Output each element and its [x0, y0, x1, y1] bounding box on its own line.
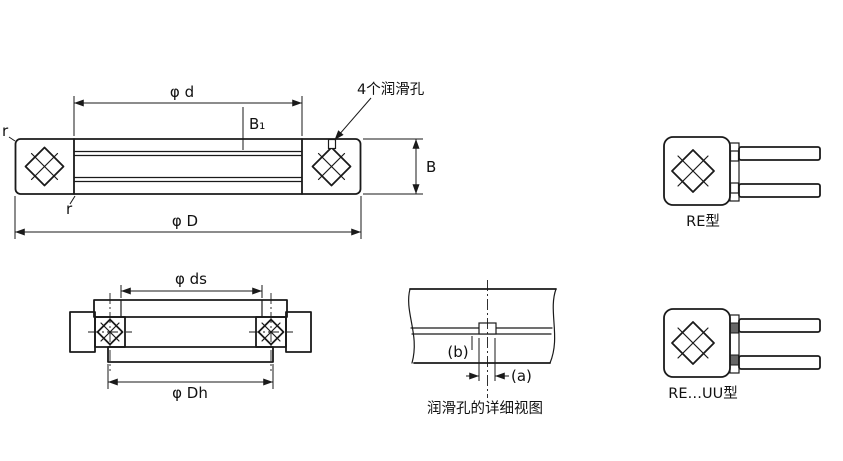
upper-rail	[738, 318, 821, 333]
crossed-roller-symbol	[671, 321, 715, 365]
detail-view-caption: 润滑孔的详细视图	[427, 400, 543, 417]
roller-cross-line	[677, 155, 709, 187]
right-crossed-roller-symbol	[257, 318, 285, 346]
dim-label-phi-D: φ D	[172, 212, 198, 230]
left-crossed-roller-symbol	[96, 318, 124, 346]
bearing-block-outline	[663, 308, 731, 378]
bottom-mounting-plate	[107, 346, 274, 363]
r-label-outer: r	[2, 122, 9, 140]
r-label-inner: r	[66, 200, 73, 218]
lubrication-hole	[327, 138, 337, 150]
bearing-outer-outline	[14, 138, 362, 195]
crossed-roller-symbol	[671, 149, 715, 193]
break-line-right	[549, 288, 557, 364]
dim-label-B: B	[426, 158, 436, 176]
re-type-drawing: RE型	[663, 136, 821, 230]
left-crossed-roller-symbol	[24, 146, 65, 187]
seal-detail	[730, 354, 739, 366]
dim-label-phi-ds: φ ds	[175, 270, 207, 288]
gap-detail	[729, 150, 740, 162]
lower-rail	[738, 183, 821, 198]
re-uu-type-label: RE…UU型	[668, 385, 737, 402]
roller-cross-line	[30, 152, 59, 181]
lube-holes-note: 4个润滑孔	[357, 81, 425, 98]
lower-rail	[738, 355, 821, 370]
lube-holes-leader-line	[334, 97, 372, 141]
right-crossed-roller-symbol	[311, 146, 352, 187]
re-uu-type-drawing: RE…UU型	[663, 308, 821, 402]
dim-label-phi-d: φ d	[170, 83, 194, 101]
seal-detail	[730, 322, 739, 334]
bearing-block-outline	[663, 136, 731, 206]
roller-cross-line	[317, 152, 346, 181]
gap-detail	[729, 182, 740, 194]
r-leader-line	[69, 195, 76, 205]
separator-strip	[729, 142, 740, 202]
re-type-label: RE型	[686, 213, 720, 230]
main-bearing-section-drawing: φ d B₁ 4个润滑孔 φ D B r r	[2, 81, 436, 239]
mounted-bearing-section-drawing: φ ds φ Dh	[69, 270, 312, 402]
top-mounting-plate	[93, 299, 288, 318]
lube-hole-detail-view-drawing: (a) (b) 润滑孔的详细视图	[408, 280, 557, 417]
dim-label-b1: B₁	[249, 115, 265, 133]
separator-strip	[729, 314, 740, 374]
dim-label-phi-Dh: φ Dh	[172, 384, 208, 402]
r-leader-line	[8, 136, 16, 142]
break-line-left	[408, 288, 415, 364]
upper-rail	[738, 146, 821, 161]
dim-label-a: (a)	[511, 367, 532, 385]
dim-label-b: (b)	[447, 343, 468, 361]
roller-cross-line	[677, 327, 709, 359]
